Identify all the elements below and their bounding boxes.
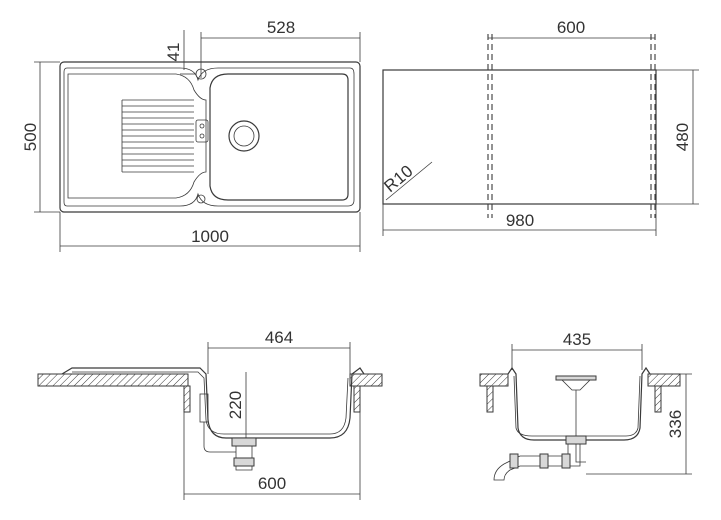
dim-bowl-width: 528 — [267, 18, 295, 37]
overflow-slot — [195, 119, 209, 143]
sink-rim — [63, 67, 355, 207]
radius-leader — [385, 161, 433, 201]
drainer-board — [67, 73, 207, 199]
dim-corner-radius: R10 — [380, 161, 416, 196]
waste-pipe — [493, 444, 581, 481]
dim-total-depth: 500 — [21, 123, 40, 151]
dim-cutout-depth: 480 — [673, 123, 692, 151]
drain-outer — [228, 120, 260, 152]
dim-cabinet-width-bottom: 600 — [258, 474, 286, 493]
dim-overall-height: 336 — [666, 410, 685, 438]
worktop-right — [349, 373, 383, 387]
sink-outline — [59, 61, 361, 213]
dim-cabinet-width-top: 600 — [557, 18, 585, 37]
cutout-view: 600 480 R10 980 — [380, 18, 699, 236]
worktop-front-left — [479, 373, 509, 387]
top-view: 528 41 500 1000 — [21, 18, 361, 252]
cabinet-side-left — [183, 385, 191, 413]
side-section-view: 464 220 600 — [37, 328, 383, 500]
drain-outlet-side — [231, 437, 257, 447]
drain-outlet-front — [565, 435, 587, 445]
dim-total-width: 1000 — [191, 227, 229, 246]
cabinet-front-left — [486, 385, 494, 413]
dim-bowl-depth: 220 — [226, 391, 245, 419]
dim-cutout-width: 980 — [506, 211, 534, 230]
tap-hole-bottom — [196, 194, 206, 204]
drain-inner — [233, 125, 255, 147]
dim-side-bowl-width: 464 — [265, 328, 293, 347]
cutout-outline — [382, 69, 657, 205]
strainer-top — [555, 375, 597, 381]
dim-tap-offset: 41 — [164, 43, 183, 62]
drainer-ribs — [121, 99, 194, 173]
front-section-view: 435 336 — [479, 330, 692, 481]
cabinet-side-right — [353, 385, 361, 413]
dim-front-bowl-width: 435 — [563, 330, 591, 349]
worktop-left — [37, 373, 189, 387]
sink-bowl — [209, 73, 349, 201]
cabinet-front-right — [654, 385, 662, 413]
worktop-front-right — [647, 373, 681, 387]
